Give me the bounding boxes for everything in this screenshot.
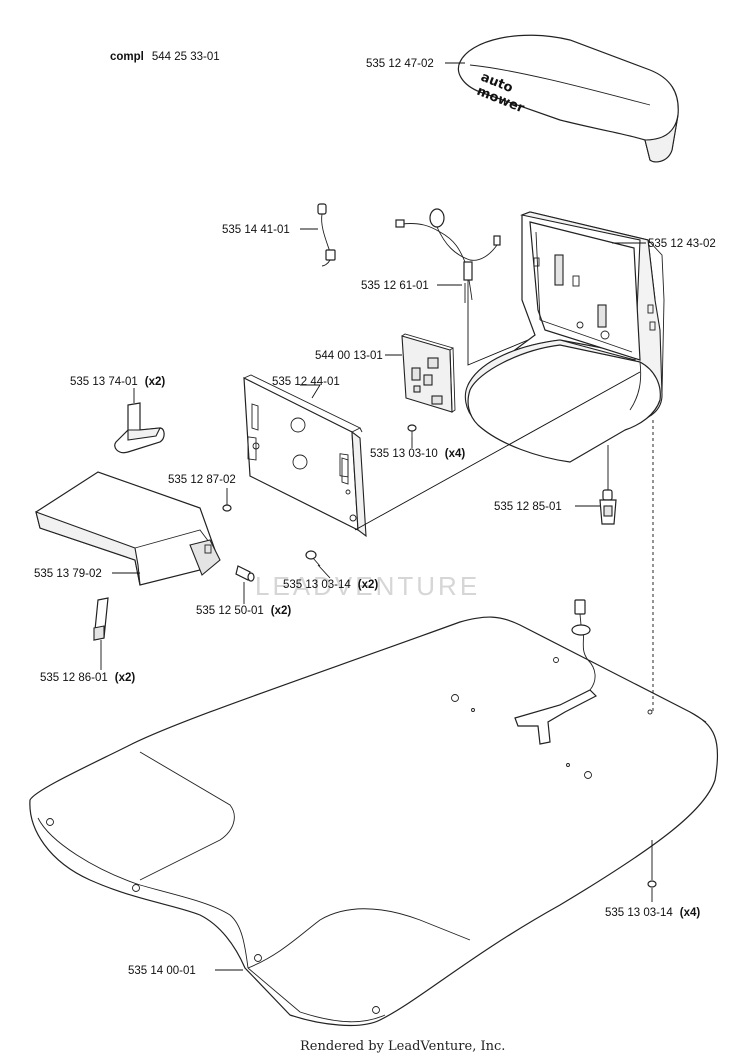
label-housing: 535 12 43-02: [648, 238, 716, 250]
label-sensor-cable: 535 14 41-01: [222, 224, 290, 236]
label-screw-plate: 535 13 03-14 (x2): [283, 575, 378, 592]
sensor-cable-part[interactable]: [317, 203, 336, 267]
cover-part[interactable]: auto mower: [457, 34, 679, 163]
label-base-plate: 535 14 00-01: [128, 965, 196, 977]
housing-part[interactable]: [464, 211, 665, 463]
label-pin-small: 535 12 87-02: [168, 474, 236, 486]
lid-part[interactable]: [35, 471, 221, 586]
label-front-plate: 535 12 44-01: [272, 376, 340, 388]
label-screw-pcb: 535 13 03-10 (x4): [370, 444, 465, 461]
label-bracket: 535 13 74-01 (x2): [70, 372, 165, 389]
label-lid: 535 13 79-02: [34, 568, 102, 580]
screw-base-part[interactable]: [647, 880, 657, 888]
screw-plate-part[interactable]: [305, 550, 321, 567]
bracket-part[interactable]: [114, 402, 165, 454]
label-cover: 535 12 47-02: [366, 58, 434, 70]
label-wire-harness: 535 12 61-01: [361, 280, 429, 292]
label-pin: 535 12 50-01 (x2): [196, 601, 291, 618]
contact-strip-part[interactable]: [93, 597, 109, 641]
label-screw-base: 535 13 03-14 (x4): [605, 903, 700, 920]
pin-small-part[interactable]: [222, 504, 232, 512]
assembly-prefix: compl: [110, 51, 144, 63]
wire-harness-part[interactable]: [395, 208, 501, 303]
screw-pcb-part[interactable]: [407, 424, 417, 437]
label-contact-strip: 535 12 86-01 (x2): [40, 668, 135, 685]
connector-part[interactable]: [599, 489, 617, 525]
watermark: LEADVENTURE: [255, 571, 480, 601]
assembly-number: 544 25 33-01: [152, 51, 220, 63]
circuit-board-part[interactable]: [401, 333, 456, 413]
assembly-label: compl 544 25 33-01: [110, 47, 220, 64]
label-circuit-board: 544 00 13-01: [315, 350, 383, 362]
front-plate-part[interactable]: [243, 374, 367, 538]
footer-credit: Rendered by LeadVenture, Inc.: [300, 1039, 505, 1054]
base-plate-part[interactable]: [29, 599, 719, 1027]
label-connector: 535 12 85-01: [494, 501, 562, 513]
pin-part[interactable]: [235, 565, 255, 582]
